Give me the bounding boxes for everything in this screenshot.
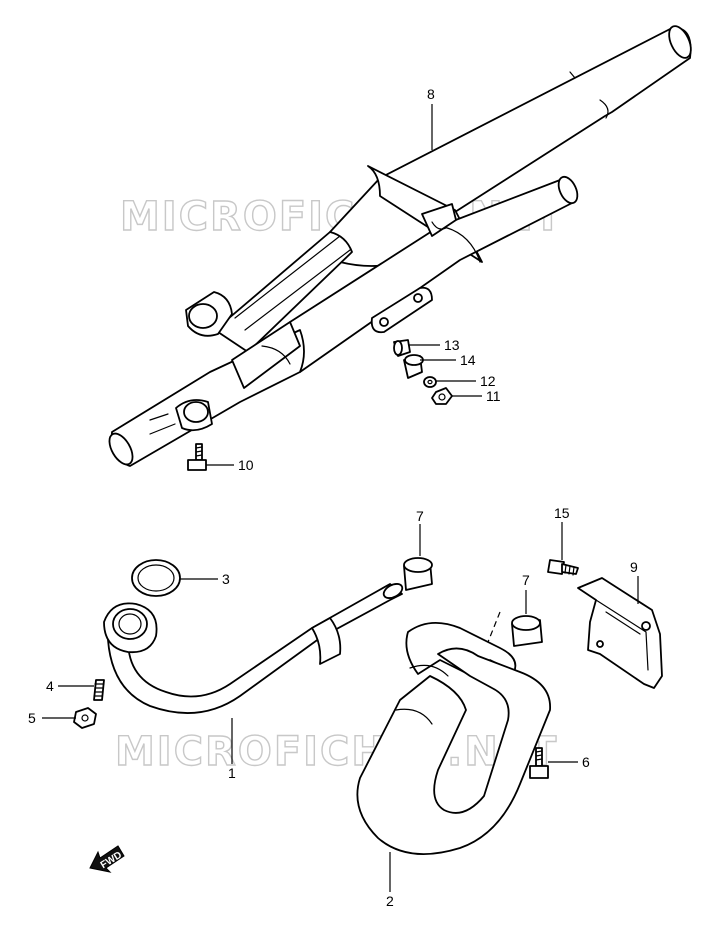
callout-8: 10 [238, 457, 254, 473]
part-9-muffler [108, 25, 692, 467]
callout-13: 14 [460, 352, 476, 368]
callout-12: 13 [444, 337, 460, 353]
part-13-spacer [403, 354, 424, 379]
fwd-arrow-icon: FWD [89, 845, 125, 873]
part-15-bolt [547, 559, 579, 576]
part-6-bolt [529, 747, 549, 779]
callout-11: 12 [480, 373, 496, 389]
callout-6: 6 [582, 754, 590, 770]
callout-7-upper: 7 [416, 508, 424, 524]
callout-7-lower: 7 [522, 572, 530, 588]
callout-14: 9 [630, 559, 638, 575]
part-8-bolt [187, 443, 207, 471]
callout-1: 1 [228, 765, 236, 781]
part-5-nut [73, 707, 97, 729]
part-7-connector-upper [403, 557, 433, 591]
part-10-nut [431, 387, 453, 405]
part-14-cover [577, 577, 663, 689]
callout-15: 15 [554, 505, 570, 521]
part-3-gasket [131, 559, 181, 597]
part-2-exhaust-pipe [356, 622, 551, 855]
part-11-washer [423, 376, 437, 388]
callout-9: 8 [427, 86, 435, 102]
watermark-bottom: MICROFICHES.NET [115, 729, 558, 775]
part-1-exhaust-pipe [103, 583, 404, 714]
part-4-stud [93, 679, 105, 701]
assembly-line-7 [487, 611, 501, 643]
part-7-connector-lower [511, 615, 543, 647]
callout-5: 5 [28, 710, 36, 726]
callout-4: 4 [46, 678, 54, 694]
callout-10: 11 [486, 388, 501, 404]
callout-2: 2 [386, 893, 394, 909]
part-12-grommet [393, 339, 411, 357]
callout-3: 3 [222, 571, 230, 587]
